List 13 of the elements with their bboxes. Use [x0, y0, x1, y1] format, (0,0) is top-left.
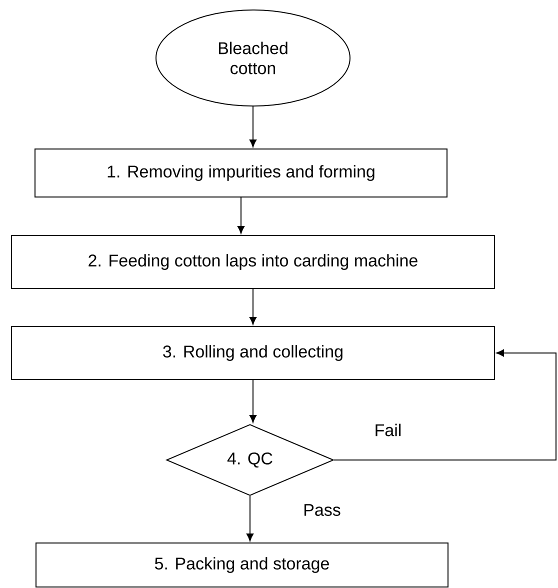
arrow	[249, 288, 257, 325]
process-box: 3. Rolling and collecting	[11, 326, 495, 380]
arrow	[249, 106, 257, 148]
arrow	[249, 380, 257, 423]
process-box: 1. Removing impurities and forming	[34, 148, 448, 198]
process-box: 2. Feeding cotton laps into carding machine	[11, 235, 495, 289]
ellipse-node: Bleached cotton	[156, 10, 350, 106]
process-box: 5. Packing and storage	[36, 542, 448, 588]
arrow	[237, 197, 245, 234]
edge-label: Fail	[373, 422, 403, 438]
arrow	[334, 349, 556, 460]
arrow	[246, 496, 254, 542]
edge-label: Pass	[302, 503, 342, 517]
